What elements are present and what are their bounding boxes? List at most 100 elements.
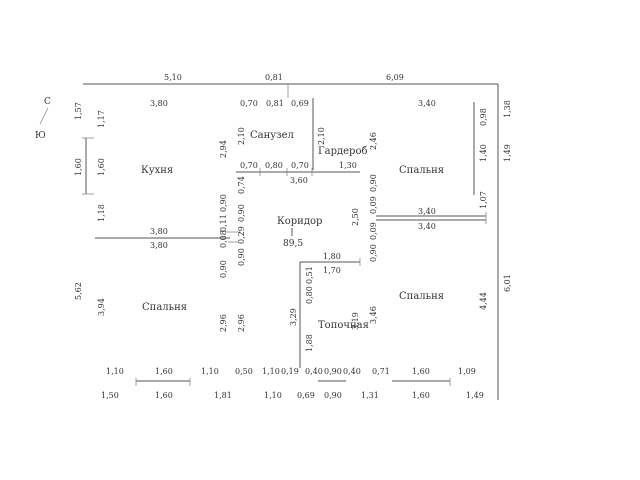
dims-bedroom-sw: 3,80 5,62 3,94 2,96 2,96 <box>74 241 246 332</box>
dims-bedroom-ne: 3,40 2,46 0,98 1,38 1,40 1,49 1,07 3,40 … <box>351 99 512 262</box>
room-label-bedroom-ne: Спальня <box>399 165 444 176</box>
dim-label: 1,80 <box>323 252 341 261</box>
dim-label: 0,81 <box>266 99 284 108</box>
dim-label: 0,74 <box>237 176 246 194</box>
dims-bedroom-se: 1,80 1,70 0,51 0,80 3,29 1,88 3,46 3,19 … <box>289 252 512 352</box>
dim-label: 0,29 <box>237 226 246 244</box>
dim-label: 0,40 <box>305 367 323 376</box>
dim-label: 1,49 <box>503 144 512 162</box>
room-label-bathroom: Санузел <box>250 130 294 141</box>
dim-label: 2,96 <box>219 314 228 332</box>
dim-label: 2,10 <box>237 127 246 145</box>
dim-label: 3,80 <box>150 241 168 250</box>
room-label-kitchen: Кухня <box>141 165 173 176</box>
dims-corridor: 0,74 0,90 0,90 0,11 0,08 0,29 0,90 0,90 <box>219 176 246 278</box>
dim-label: 0,11 <box>219 214 228 232</box>
dim-label: 0,90 <box>219 260 228 278</box>
dim-label: 0,71 <box>372 367 390 376</box>
dim-label: 3,80 <box>150 227 168 236</box>
dim-label: 0,81 <box>265 73 283 82</box>
dim-label: 1,49 <box>466 391 484 400</box>
dim-label: 3,46 <box>369 306 378 324</box>
dim-label: 0,80 <box>265 161 283 170</box>
dim-label: 1,10 <box>262 367 280 376</box>
dim-label: 3,94 <box>97 298 106 316</box>
dim-label: 0,90 <box>237 204 246 222</box>
dim-label: 0,08 <box>219 230 228 248</box>
dim-label: 1,60 <box>74 158 83 176</box>
dim-label: 0,90 <box>324 391 342 400</box>
dim-label: 1,10 <box>106 367 124 376</box>
dim-label: 1,60 <box>412 367 430 376</box>
dim-label: 6,09 <box>386 73 404 82</box>
dim-label: 1,81 <box>214 391 232 400</box>
dim-label: 3,80 <box>150 99 168 108</box>
dim-label: 3,40 <box>418 207 436 216</box>
dim-label: 1,31 <box>361 391 379 400</box>
dim-label: 0,90 <box>369 174 378 192</box>
dim-label: 1,38 <box>503 100 512 118</box>
dim-label: 1,88 <box>305 334 314 352</box>
dims-bottom-row-2: 1,50 1,60 1,81 1,10 0,69 0,90 1,31 1,60 … <box>101 391 484 400</box>
dim-label: 1,60 <box>412 391 430 400</box>
dim-label: 0,70 <box>240 99 258 108</box>
dim-label: 0,69 <box>291 99 309 108</box>
dim-label: 0,70 <box>291 161 309 170</box>
dim-label: 1,07 <box>479 191 488 209</box>
dim-label: 1,60 <box>97 158 106 176</box>
dims-bottom-row-1: 1,10 1,60 1,10 0,50 1,10 0,19 0,40 0,90 … <box>106 367 476 376</box>
dim-label: 2,46 <box>369 132 378 150</box>
dim-label: 0,90 <box>324 367 342 376</box>
total-area-value: 89,5 <box>283 239 303 249</box>
dim-label: 2,96 <box>237 314 246 332</box>
dim-label: 6,01 <box>503 274 512 292</box>
dim-label: 1,60 <box>155 367 173 376</box>
dim-label: 1,10 <box>264 391 282 400</box>
dim-label: 1,57 <box>74 102 83 120</box>
dim-label: 0,70 <box>240 161 258 170</box>
dim-label: 0,90 <box>237 248 246 266</box>
dim-label: 3,40 <box>418 99 436 108</box>
room-label-wardrobe: Гардероб <box>318 146 368 157</box>
dims-kitchen: 3,80 1,57 1,17 1,60 1,60 1,18 3,80 <box>74 99 168 236</box>
dim-label: 1,18 <box>97 204 106 222</box>
dim-label: 1,09 <box>458 367 476 376</box>
compass: С Ю <box>35 97 51 141</box>
dims-wardrobe: 0,69 2,10 0,70 1,30 3,60 <box>290 99 357 185</box>
dim-label: 1,10 <box>201 367 219 376</box>
compass-south-label: Ю <box>35 131 46 141</box>
compass-needle-line <box>39 107 49 125</box>
dims-top: 5,10 0,81 6,09 <box>164 73 404 82</box>
dim-label: 1,30 <box>339 161 357 170</box>
room-label-corridor: Коридор <box>277 216 322 227</box>
dim-label: 2,94 <box>219 140 228 158</box>
dim-label: 0,51 <box>305 266 314 284</box>
dim-label: 1,40 <box>479 144 488 162</box>
dim-label: 5,10 <box>164 73 182 82</box>
room-label-bedroom-sw: Спальня <box>142 302 187 313</box>
dim-label: 1,17 <box>97 110 106 128</box>
dim-label: 0,09 <box>369 196 378 214</box>
compass-north-label: С <box>44 97 51 107</box>
dim-label: 0,09 <box>369 222 378 240</box>
dim-label: 0,40 <box>343 367 361 376</box>
dim-label: 3,29 <box>289 308 298 326</box>
dim-label: 0,69 <box>297 391 315 400</box>
dim-label: 0,90 <box>369 244 378 262</box>
dim-label: 3,60 <box>290 176 308 185</box>
room-label-bedroom-se: Спальня <box>399 291 444 302</box>
dim-label: 3,19 <box>351 312 360 330</box>
dim-label: 0,98 <box>479 108 488 126</box>
room-labels: Кухня Санузел Гардероб Коридор 89,5 Спал… <box>141 130 444 331</box>
dim-label: 5,62 <box>74 282 83 300</box>
dims-bathroom: 0,70 0,81 2,10 2,94 0,70 0,80 <box>219 99 284 170</box>
wall-lines <box>82 83 499 400</box>
dim-label: 3,40 <box>418 222 436 231</box>
dim-label: 0,80 <box>305 286 314 304</box>
dim-label: 1,60 <box>155 391 173 400</box>
dim-label: 1,50 <box>101 391 119 400</box>
dim-label: 0,19 <box>281 367 299 376</box>
dim-label: 1,70 <box>323 266 341 275</box>
room-label-boiler: Топочная <box>318 320 369 331</box>
